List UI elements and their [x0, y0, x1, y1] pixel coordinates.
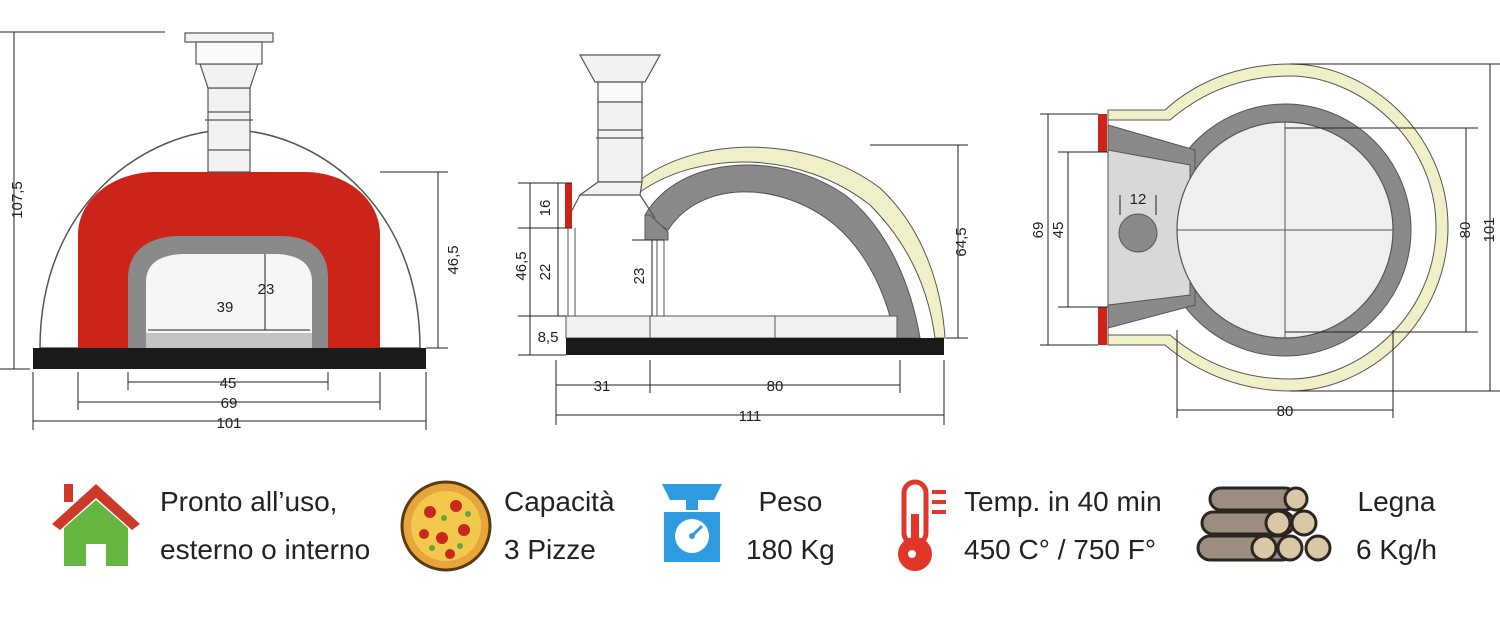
side-dim-total-length: 111	[739, 408, 762, 425]
feature-line1: Pronto all’uso,	[160, 486, 338, 517]
feature-line1: Capacità	[504, 486, 615, 517]
feature-line2: 6 Kg/h	[1356, 534, 1437, 565]
top-dim-inner-diameter: 80	[1457, 222, 1474, 239]
front-cooking-floor	[146, 333, 312, 348]
feature-capacity: Capacità 3 Pizze	[398, 470, 628, 600]
top-door-upper	[1098, 114, 1107, 152]
firewood-icon	[1196, 486, 1332, 562]
front-chimney	[184, 32, 274, 173]
feature-line1: Temp. in 40 min	[964, 486, 1162, 517]
side-dim-base: 8,5	[538, 329, 559, 346]
top-flue-hole	[1118, 213, 1158, 253]
feature-temperature: Temp. in 40 min 450 C° / 750 F°	[890, 470, 1180, 600]
front-dim-total-height: 107,5	[9, 181, 26, 219]
front-dimensions	[0, 31, 448, 430]
side-dim-total-height: 46,5	[513, 251, 530, 280]
top-dim-bottom: 80	[1277, 403, 1294, 420]
top-dim-outer-width: 101	[1481, 217, 1498, 242]
front-mouth-opening	[146, 254, 312, 348]
side-dim-inner-mouth: 23	[631, 268, 648, 285]
front-dim-mouth-height: 23	[258, 281, 275, 298]
feature-line1: Peso	[758, 486, 823, 517]
scale-icon	[662, 484, 722, 562]
side-dim-entry: 31	[594, 378, 611, 395]
feature-weight: Peso 180 Kg	[660, 470, 860, 600]
front-dim-dome-height: 46,5	[445, 245, 462, 274]
side-dim-mouth-height: 22	[537, 264, 554, 281]
side-dome-wall	[644, 164, 921, 339]
front-dim-total-width: 101	[216, 415, 241, 432]
front-view: 107,5 46,5 39 23 45 69 101	[0, 31, 462, 432]
feature-line1: Legna	[1357, 486, 1436, 517]
thermometer-icon	[898, 479, 946, 571]
feature-line2: 450 C° / 750 F°	[964, 534, 1157, 565]
feature-ready-to-use: Pronto all’uso, esterno o interno	[48, 470, 388, 600]
top-dim-mouth-width: 45	[1050, 222, 1067, 239]
side-dim-dome-height: 64,5	[953, 227, 970, 256]
pizza-icon	[400, 480, 492, 572]
side-dim-mouth-top: 16	[537, 200, 554, 217]
front-base	[33, 348, 426, 369]
side-dimensions	[518, 144, 968, 425]
front-dim-floor-width: 45	[220, 375, 237, 392]
side-floor-tile	[774, 315, 898, 339]
front-dim-inner-width: 69	[221, 395, 238, 412]
feature-line2: 3 Pizze	[504, 534, 596, 565]
house-icon	[52, 484, 140, 566]
feature-line2: 180 Kg	[746, 534, 835, 565]
top-door-lower	[1098, 307, 1107, 345]
top-dimensions	[1040, 63, 1500, 418]
side-floor-tile	[649, 315, 776, 339]
side-chimney	[567, 54, 662, 219]
top-dim-flue: 12	[1130, 191, 1147, 208]
feature-line2: esterno o interno	[160, 534, 371, 565]
top-dim-front-width: 69	[1030, 222, 1047, 239]
side-view: 16 46,5 22 23 64,5 8,5 31 80 111	[513, 54, 970, 425]
side-base	[566, 338, 944, 355]
side-floor-tile	[565, 315, 651, 339]
top-view: 69 45 12 80 101 80	[1030, 63, 1500, 420]
side-dim-depth: 80	[767, 378, 784, 395]
side-door	[565, 183, 572, 228]
feature-firewood: Legna 6 Kg/h	[1196, 470, 1496, 600]
front-dim-mouth-width: 39	[217, 299, 234, 316]
